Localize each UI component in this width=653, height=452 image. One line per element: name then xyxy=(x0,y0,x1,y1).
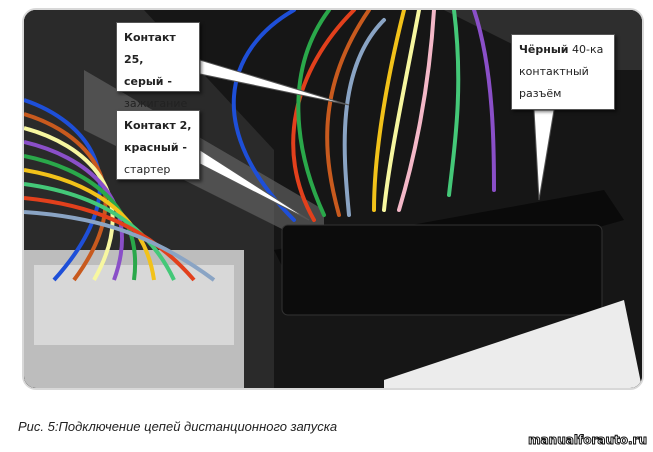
callout-connector-40pin: Чёрный 40-ка контактный разъём xyxy=(511,34,615,110)
callout-line3: разъём xyxy=(519,87,562,100)
wire xyxy=(447,10,461,197)
wire xyxy=(24,154,138,281)
figure-caption: Рис. 5:Подключение цепей дистанционного … xyxy=(18,419,338,434)
wire xyxy=(296,10,331,217)
callout-contact-25: Контакт 25, серый - зажигание xyxy=(116,22,200,110)
wire xyxy=(372,10,406,212)
callout-function: зажигание xyxy=(124,97,188,110)
callout-color: красный - xyxy=(124,141,187,154)
wire xyxy=(24,112,108,282)
callout-pins: 40-ка xyxy=(568,43,604,56)
wire xyxy=(24,182,176,281)
callout-contact-2: Контакт 2, красный - стартер xyxy=(116,110,200,180)
wire xyxy=(24,196,196,282)
wire xyxy=(472,10,496,192)
wire xyxy=(24,168,156,281)
callout-pointer xyxy=(533,109,555,201)
callout-line2: контактный xyxy=(519,65,589,78)
callout-title: Контакт 2, xyxy=(124,119,192,132)
connector-photo: Контакт 25, серый - зажигание Контакт 2,… xyxy=(22,8,644,390)
callout-pointer xyxy=(199,59,350,106)
callout-title: Чёрный xyxy=(519,43,569,56)
wire xyxy=(382,10,421,212)
watermark: manualforauto.ru xyxy=(528,433,648,448)
wire xyxy=(342,18,386,217)
callout-pointer xyxy=(199,149,310,221)
wire xyxy=(24,126,115,281)
wire xyxy=(231,10,296,222)
callout-function: стартер xyxy=(124,163,171,176)
wire xyxy=(397,10,436,212)
wire xyxy=(24,210,216,282)
wire xyxy=(24,140,124,281)
callout-title: Контакт 25, xyxy=(124,31,176,66)
wire xyxy=(325,10,371,217)
callout-color: серый - xyxy=(124,75,172,88)
